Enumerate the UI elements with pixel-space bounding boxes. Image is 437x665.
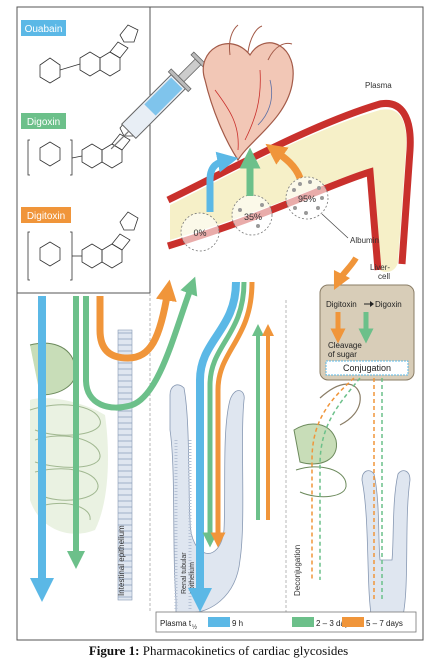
plasma-label: Plasma bbox=[365, 81, 392, 90]
digoxin-label-box bbox=[21, 113, 66, 129]
legend-title: Plasma t bbox=[160, 619, 192, 628]
digitoxin-conversion-label: Digitoxin bbox=[326, 300, 357, 309]
conjugation-label: Conjugation bbox=[343, 363, 391, 373]
ouabain-renal-arrow bbox=[188, 281, 240, 612]
syringe-icon bbox=[110, 51, 209, 150]
albumin-pointer bbox=[321, 213, 349, 239]
digitoxin-into-liver-arrow bbox=[333, 256, 359, 291]
cleavage-label-line2: of sugar bbox=[328, 350, 357, 359]
digoxin-binding-value: 35% bbox=[244, 212, 262, 222]
albumin-label: Albumin bbox=[350, 236, 379, 245]
ouabain-label: Ouabain bbox=[25, 24, 63, 35]
digitoxin-absorption-arrow bbox=[96, 279, 177, 362]
ouabain-structure: Ouabain bbox=[21, 20, 139, 84]
legend-label-5-7-days: 5 – 7 days bbox=[366, 619, 403, 628]
conjugation-box bbox=[325, 360, 409, 376]
digoxin-absorption-arrow bbox=[83, 276, 198, 411]
digoxin-renal-arrow bbox=[202, 281, 247, 548]
half-life-legend: Plasma t ½ 9 h 2 – 3 days 5 – 7 days bbox=[155, 611, 417, 633]
figure-caption: Figure 1: Pharmacokinetics of cardiac gl… bbox=[0, 643, 437, 659]
digoxin-bile-line bbox=[319, 377, 361, 580]
legend-swatch-2-3-days bbox=[292, 617, 314, 627]
caption-text: Pharmacokinetics of cardiac glycosides bbox=[139, 643, 349, 658]
ouabain-to-heart-arrow bbox=[206, 151, 239, 212]
ouabain-label-box bbox=[21, 20, 66, 36]
digitoxin-bile-line bbox=[311, 377, 355, 580]
legend-swatch-5-7-days bbox=[342, 617, 364, 627]
digitoxin-label-box bbox=[21, 207, 71, 223]
renal-label-line1: Renal tubular bbox=[181, 552, 188, 594]
digitoxin-label: Digitoxin bbox=[27, 211, 65, 222]
renal-label-line2: epithelium bbox=[189, 562, 196, 594]
deconjugation-label: Deconjugation bbox=[293, 545, 302, 596]
digoxin-label: Digoxin bbox=[27, 117, 60, 128]
digitoxin-renal-arrow bbox=[210, 281, 255, 548]
digitoxin-binding-circle: 95% bbox=[285, 176, 329, 220]
liver-cell-label-line1: Liver- bbox=[370, 263, 390, 272]
ouabain-binding-value: 0% bbox=[193, 228, 206, 238]
second-intestine bbox=[293, 383, 361, 498]
intestinal-epithelium-label: Intestinal epithelium bbox=[117, 525, 126, 596]
legend-label-2-3-days: 2 – 3 days bbox=[316, 619, 353, 628]
legend-swatch-9h bbox=[208, 617, 230, 627]
heart-icon bbox=[202, 24, 294, 162]
liver-cell-label-line2: cell bbox=[378, 272, 390, 281]
digoxin-conversion-label: Digoxin bbox=[375, 300, 402, 309]
digitoxin-to-heart-arrow bbox=[265, 143, 304, 180]
legend-title-sub: ½ bbox=[192, 624, 197, 631]
plasma-binding-circles: 0% 35% 95% bbox=[180, 176, 329, 252]
ouabain-binding-circle: 0% bbox=[180, 212, 220, 252]
digoxin-binding-circle: 35% bbox=[231, 194, 273, 236]
digitoxin-structure: Digitoxin bbox=[21, 207, 139, 281]
legend-label-9h: 9 h bbox=[232, 619, 243, 628]
digitoxin-binding-value: 95% bbox=[298, 194, 316, 204]
caption-prefix: Figure 1: bbox=[88, 643, 140, 658]
cleavage-label-line1: Cleavage bbox=[328, 341, 362, 350]
